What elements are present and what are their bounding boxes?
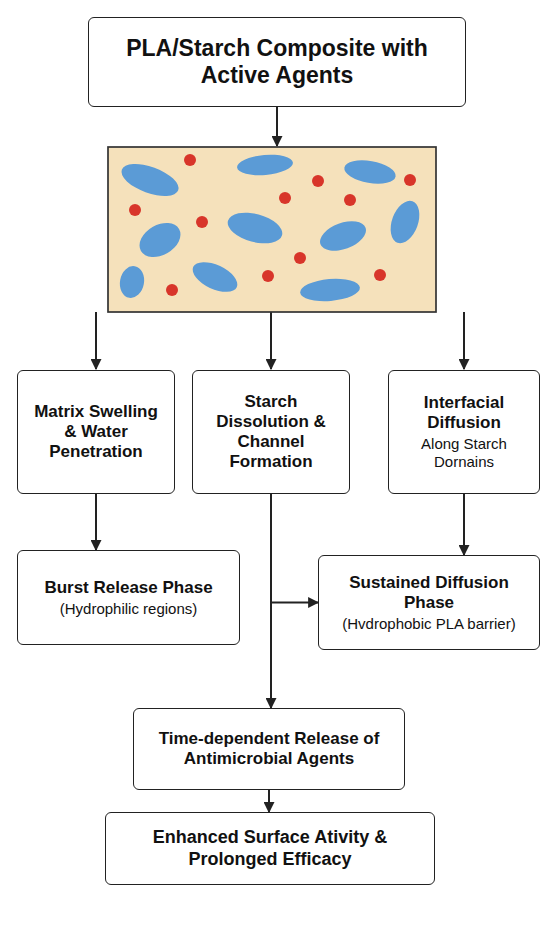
process-box: Matrix Swelling & Water Penetration: [17, 370, 175, 494]
flow-arrow: [95, 494, 97, 550]
agent-particle: [374, 269, 386, 281]
starch-domain: [224, 207, 285, 249]
agent-particle: [344, 194, 356, 206]
box-title: Enhanced Surface Ativity & Prolonged Eff…: [114, 827, 426, 869]
flow-arrow: [271, 494, 318, 603]
agent-particle: [294, 252, 306, 264]
leader-arrow: [463, 312, 465, 369]
box-subtitle: Along Starch Dornains: [397, 435, 531, 470]
phase-box: Sustained Diffusion Phase (Hvdrophobic PL…: [318, 555, 540, 650]
agent-particle: [262, 270, 274, 282]
flow-arrow: [268, 790, 270, 812]
process-box: Starch Dissolution & Channel Formation: [192, 370, 350, 494]
box-title: PLA/Starch Composite with Active Agents: [97, 35, 457, 89]
starch-domain: [385, 197, 424, 247]
starch-domain: [117, 158, 182, 203]
box-title: Starch Dissolution & Channel Formation: [201, 392, 341, 472]
box-title: Matrix Swelling & Water Penetration: [26, 402, 166, 462]
source-box: PLA/Starch Composite with Active Agents: [88, 17, 466, 107]
flow-arrow: [270, 494, 272, 708]
agent-particle: [129, 204, 141, 216]
agent-particle: [312, 175, 324, 187]
starch-domains: [117, 153, 424, 304]
starch-domain: [299, 276, 361, 303]
agent-particle: [184, 154, 196, 166]
agent-particle: [166, 284, 178, 296]
starch-domain: [117, 264, 146, 300]
agent-particle: [404, 174, 416, 186]
leader-arrow: [276, 107, 278, 146]
box-title: Time-dependent Release of Antimicrobial …: [142, 729, 396, 769]
active-agent-particles: [129, 154, 416, 296]
starch-domain: [133, 216, 186, 264]
leader-arrow: [95, 312, 97, 369]
box-title: Burst Release Phase: [44, 578, 212, 598]
agent-particle: [279, 192, 291, 204]
composite-illustration: [108, 147, 436, 312]
matrix-block: [108, 147, 436, 312]
box-title: Sustained Diffusion Phase: [327, 573, 531, 613]
process-box: Interfacial DiffusionAlong Starch Dornai…: [388, 370, 540, 494]
starch-domain: [188, 256, 242, 298]
starch-domain: [342, 157, 397, 188]
leader-arrow: [270, 312, 272, 369]
phase-box: Burst Release Phase (Hydrophilic regions): [17, 550, 240, 645]
starch-domain: [316, 216, 370, 257]
box-subtitle: (Hydrophilic regions): [60, 600, 198, 618]
flow-arrow: [463, 494, 465, 555]
agent-particle: [196, 216, 208, 228]
outcome-box: Enhanced Surface Ativity & Prolonged Eff…: [105, 812, 435, 885]
box-subtitle: (Hvdrophobic PLA barrier): [342, 615, 515, 633]
box-title: Interfacial Diffusion: [397, 393, 531, 433]
starch-domain: [236, 153, 294, 178]
result-box: Time-dependent Release of Antimicrobial …: [133, 708, 405, 790]
